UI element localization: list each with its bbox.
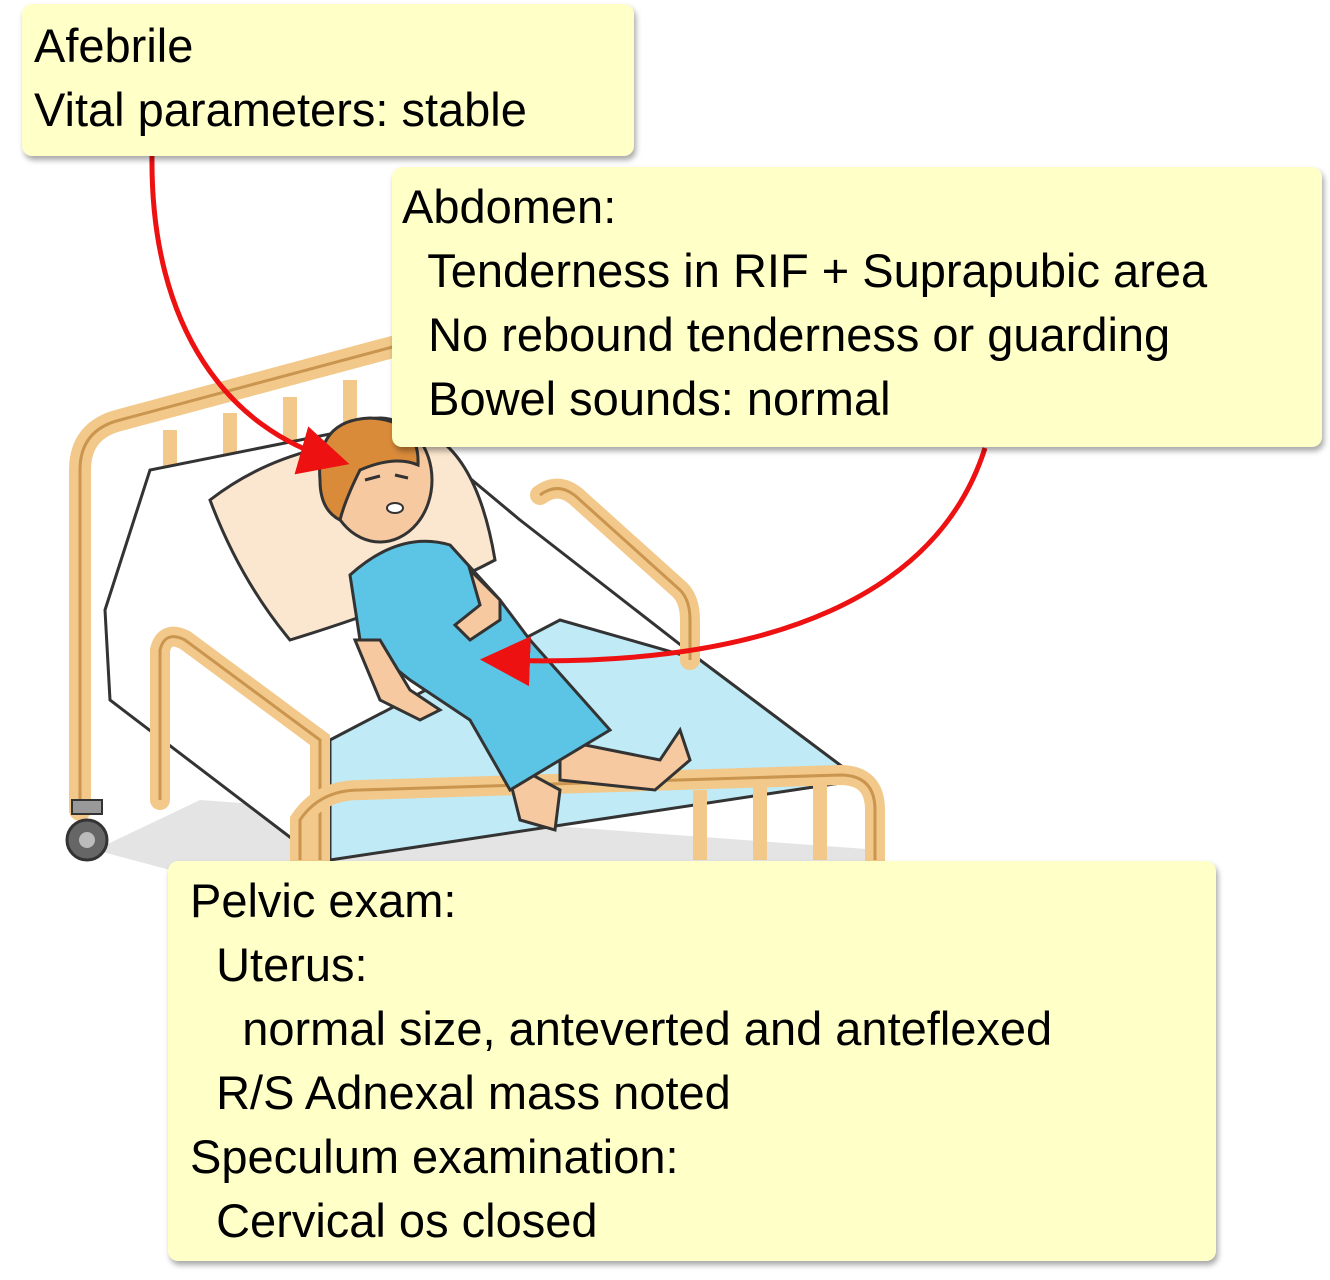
pelvic-line-4: R/S Adnexal mass noted [190,1066,731,1119]
abdomen-note: Abdomen: Tenderness in RIF + Suprapubic … [392,167,1322,447]
pelvic-line-5: Speculum examination: [190,1130,679,1183]
arrow-abdomen-to-belly [480,447,988,687]
bed-footboard [290,764,885,870]
vitals-note: Afebrile Vital parameters: stable [22,4,634,156]
abdomen-line-4: Bowel sounds: normal [402,372,891,425]
pelvic-line-3: normal size, anteverted and anteflexed [190,1002,1053,1055]
pelvic-note: Pelvic exam: Uterus: normal size, anteve… [168,861,1216,1261]
arrow-vitals-to-head [149,154,350,475]
pelvic-line-1: Pelvic exam: [190,874,457,927]
pelvic-line-6: Cervical os closed [190,1194,598,1247]
pelvic-line-2: Uterus: [190,938,368,991]
bed-side-rail-left [150,626,330,870]
bed-wheel [65,799,109,862]
vitals-line-2: Vital parameters: stable [34,83,527,136]
abdomen-line-1: Abdomen: [402,180,617,233]
abdomen-line-3: No rebound tenderness or guarding [402,308,1171,361]
abdomen-line-2: Tenderness in RIF + Suprapubic area [402,244,1208,297]
bed-side-rail-right [530,478,700,670]
vitals-line-1: Afebrile [34,19,194,72]
